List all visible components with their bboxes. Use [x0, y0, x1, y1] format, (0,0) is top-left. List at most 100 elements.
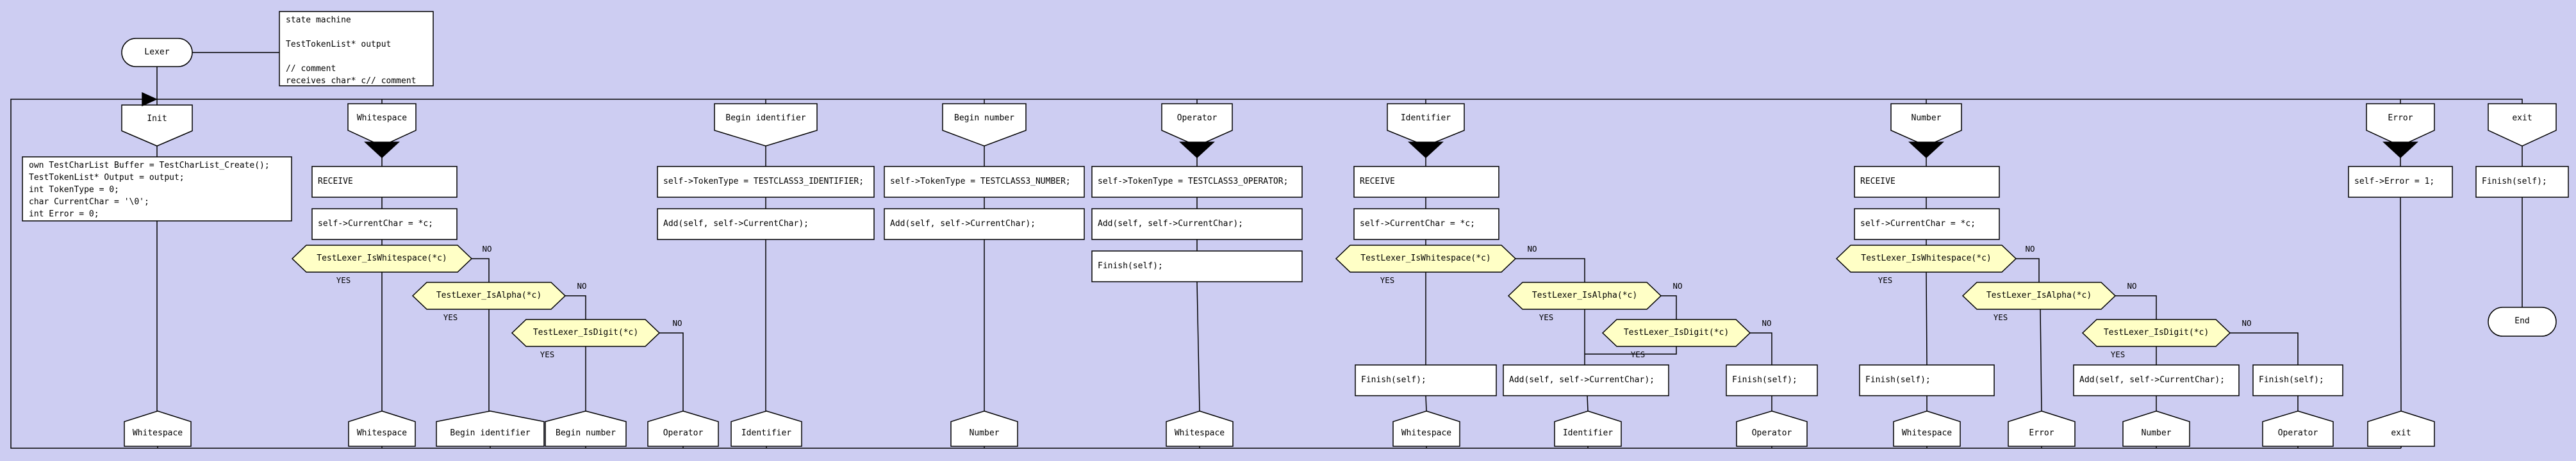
flow-line: [565, 295, 586, 319]
code-line: TestTokenList* Output = output;: [29, 173, 185, 182]
branch-header-begin-identifier: [714, 103, 818, 147]
skewer-arrow-icon: [1908, 142, 1944, 159]
yes-label: YES: [540, 349, 555, 359]
skewer-arrow-icon: [364, 142, 400, 159]
flow-line: [1750, 332, 1772, 365]
address-operator: [1736, 410, 1808, 447]
action-id-finish-op: [1726, 364, 1818, 396]
flow-line: [659, 332, 684, 411]
flow-line: [2230, 332, 2299, 365]
yes-label: YES: [1630, 349, 1646, 359]
code-line: TestTokenList* output: [286, 40, 392, 49]
action-init-code: [22, 156, 292, 222]
action-bn-set-type: [884, 166, 1085, 198]
action-bi-add: [657, 208, 875, 240]
no-label: NO: [1672, 280, 1683, 291]
code-line: int TokenType = 0;: [29, 185, 119, 195]
decision-num-is-digit: [2081, 319, 2231, 347]
flow-line: [1515, 258, 1585, 282]
action-ws-set-char: [311, 208, 458, 240]
flow-line: [1196, 281, 1200, 412]
yes-label: YES: [1539, 312, 1554, 322]
action-ws-receive: [311, 166, 458, 198]
decision-id-is-whitespace: [1335, 245, 1517, 273]
no-label: NO: [1527, 243, 1537, 254]
address-operator: [647, 410, 719, 447]
end-node: [2488, 307, 2557, 337]
code-line: char CurrentChar = '\0';: [29, 197, 149, 207]
flow-line: [2040, 309, 2042, 412]
decision-ws-is-digit: [511, 319, 661, 347]
action-num-finish-op: [2252, 364, 2343, 396]
action-id-add: [1503, 364, 1669, 396]
branch-header-exit: [2488, 103, 2557, 147]
yes-label: YES: [1993, 312, 2008, 322]
yes-label: YES: [1878, 275, 1893, 285]
flow-line: [2013, 258, 2040, 282]
action-bn-add: [884, 208, 1085, 240]
flow-line: [1926, 271, 1928, 366]
address-exit: [2367, 410, 2435, 447]
address-whitespace: [1893, 410, 1961, 447]
address-whitespace: [348, 410, 416, 447]
decision-id-is-alpha: [1507, 282, 1662, 310]
flow-line: [10, 99, 2523, 449]
branch-header-whitespace: [347, 103, 417, 147]
flow-line: [1585, 346, 1677, 355]
action-op-set-type: [1091, 166, 1303, 198]
address-number: [2122, 410, 2190, 447]
action-num-finish-ws: [1859, 364, 1995, 396]
address-identifier: [1554, 410, 1622, 447]
yes-label: YES: [336, 275, 351, 285]
entry-arrow-icon: [142, 92, 158, 107]
action-op-add: [1091, 208, 1303, 240]
decision-ws-is-alpha: [411, 282, 566, 310]
no-label: NO: [672, 318, 682, 328]
decision-id-is-digit: [1601, 319, 1751, 347]
skewer-arrow-icon: [1179, 142, 1215, 159]
branch-header-number: [1890, 103, 1962, 147]
no-label: NO: [2242, 318, 2252, 328]
action-id-receive: [1353, 166, 1499, 198]
no-label: NO: [2025, 243, 2035, 254]
action-exit-finish: [2475, 166, 2569, 198]
yes-label: YES: [2110, 349, 2126, 359]
code-line: state machine: [286, 15, 351, 25]
flow-line: [2115, 295, 2157, 319]
no-label: NO: [482, 243, 492, 254]
branch-header-identifier: [1387, 103, 1465, 147]
action-init-code-text: own TestCharList Buffer = TestCharList_C…: [29, 159, 285, 219]
yes-label: YES: [1380, 275, 1395, 285]
address-begin-number: [545, 410, 627, 447]
address-whitespace: [1392, 410, 1460, 447]
address-error: [2008, 410, 2076, 447]
skewer-arrow-icon: [1408, 142, 1444, 159]
action-num-set-char: [1854, 208, 2000, 240]
start-node-lexer: [121, 38, 193, 67]
action-id-set-char: [1353, 208, 1499, 240]
flow-line: [1661, 295, 1677, 319]
code-line: [286, 26, 427, 38]
action-err-set: [2348, 166, 2453, 198]
branch-header-init: [121, 104, 193, 147]
decision-num-is-whitespace: [1835, 245, 2017, 273]
action-id-finish-ws: [1355, 364, 1497, 396]
branch-header-error: [2366, 103, 2435, 147]
address-number: [950, 410, 1018, 447]
decision-num-is-alpha: [1961, 282, 2117, 310]
no-label: NO: [577, 280, 587, 291]
flow-line: [2400, 197, 2402, 412]
flow-line: [470, 258, 490, 282]
address-identifier: [731, 410, 802, 447]
action-num-add: [2073, 364, 2240, 396]
flow-line: [1587, 395, 1589, 412]
action-op-finish: [1091, 250, 1303, 282]
decision-ws-is-whitespace: [291, 245, 473, 273]
code-line: own TestCharList Buffer = TestCharList_C…: [29, 161, 270, 170]
address-whitespace: [1166, 410, 1234, 447]
no-label: NO: [2127, 280, 2137, 291]
address-whitespace: [124, 410, 192, 447]
